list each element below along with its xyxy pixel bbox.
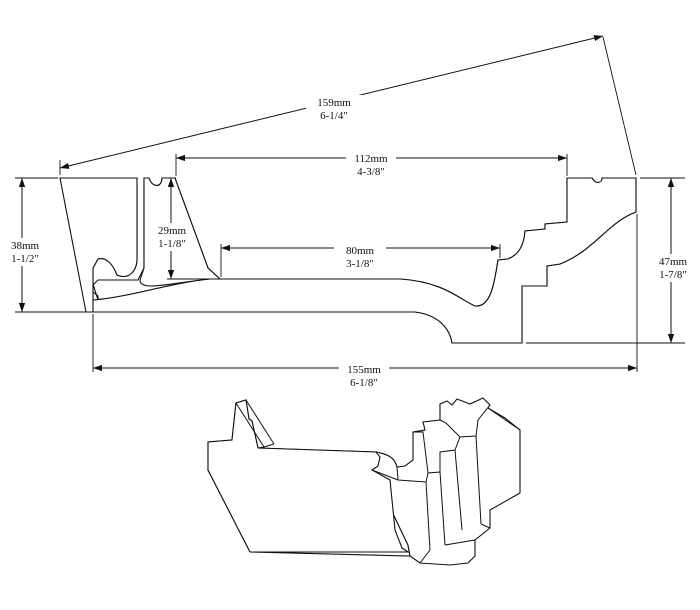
label-inner-width-metric: 80mm [346, 245, 375, 257]
moulding-isometric-view [207, 397, 521, 566]
label-inner-width-imperial: 3-1/8" [346, 258, 374, 270]
label-inner-height-imperial: 1-1/8" [158, 238, 186, 250]
label-bottom-width-metric: 155mm [347, 364, 381, 376]
label-right-height-metric: 47mm [659, 256, 688, 268]
label-overall-metric: 159mm [317, 97, 351, 109]
dimension-labels: 159mm 6-1/4" 112mm 4-3/8" 80mm 3-1/8" 15… [11, 97, 688, 389]
label-bottom-width-imperial: 6-1/8" [350, 377, 378, 389]
label-top-width-imperial: 4-3/8" [357, 166, 385, 178]
label-top-width-metric: 112mm [354, 153, 388, 165]
label-overall-imperial: 6-1/4" [320, 110, 348, 122]
label-right-height-imperial: 1-7/8" [659, 269, 687, 281]
label-left-height-metric: 38mm [11, 240, 40, 252]
label-inner-height-metric: 29mm [158, 225, 187, 237]
label-left-height-imperial: 1-1/2" [11, 253, 39, 265]
